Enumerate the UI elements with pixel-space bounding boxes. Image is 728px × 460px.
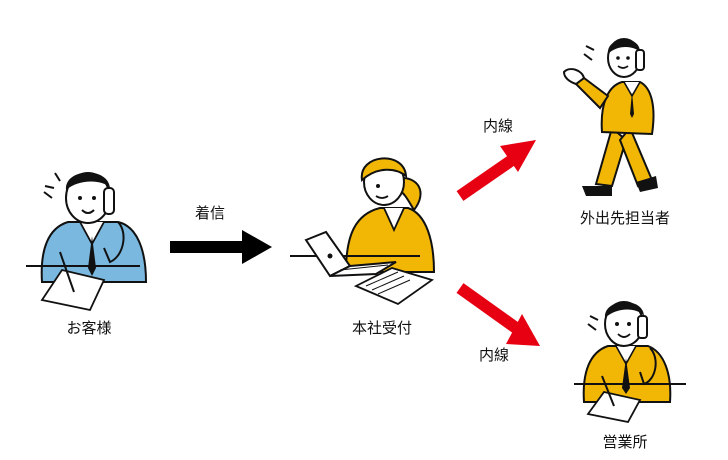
phone-caller-icon [26,172,148,312]
sales-office-figure: 営業所 [574,301,686,451]
walking-phone-icon [562,38,658,196]
extension-arrow-down [456,283,540,346]
receptionist-laptop-icon [290,157,436,306]
extension-arrow-up [456,140,536,201]
out-staff-figure: 外出先担当者 [562,38,670,227]
customer-label: お客様 [66,319,111,337]
desk-phone-icon [574,301,686,424]
reception-figure: 本社受付 [290,157,436,337]
customer-figure: お客様 [26,172,148,337]
sales-office-label: 営業所 [602,433,647,451]
out-staff-label: 外出先担当者 [580,209,670,227]
incoming-label: 着信 [195,204,225,222]
incoming-arrow [170,230,272,264]
extension-label-bottom: 内線 [479,346,509,364]
extension-label-top: 内線 [483,117,513,135]
reception-label: 本社受付 [352,319,412,337]
